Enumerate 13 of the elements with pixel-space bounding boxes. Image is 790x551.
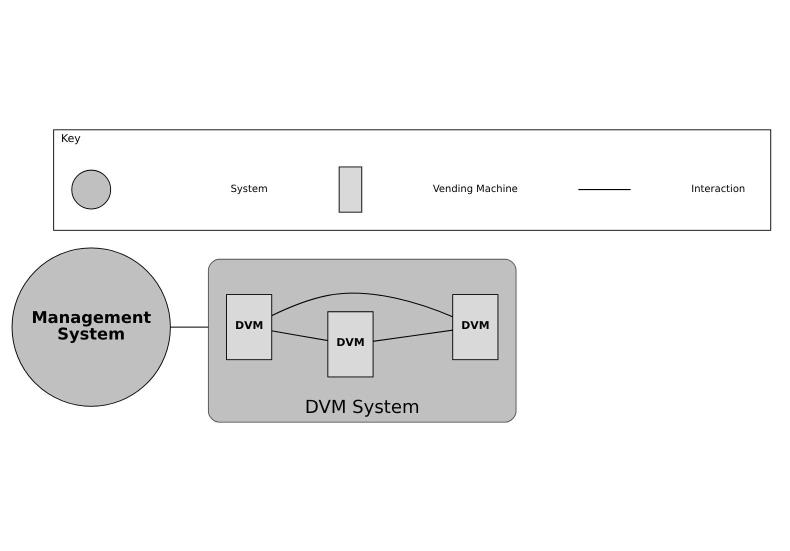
legend-label: Vending Machine	[432, 184, 518, 195]
connector	[373, 329, 453, 342]
node-box: DVM	[226, 294, 272, 360]
legend-label: System	[230, 184, 268, 195]
connector	[272, 330, 328, 341]
node-circle	[71, 169, 112, 209]
legend-label: Interaction	[691, 184, 746, 195]
node-box: DVM	[452, 294, 498, 360]
node-box	[338, 166, 362, 212]
node-box: DVM	[327, 310, 374, 377]
node-circle: Management System	[12, 247, 171, 406]
connector	[272, 292, 453, 317]
connector	[170, 326, 208, 328]
